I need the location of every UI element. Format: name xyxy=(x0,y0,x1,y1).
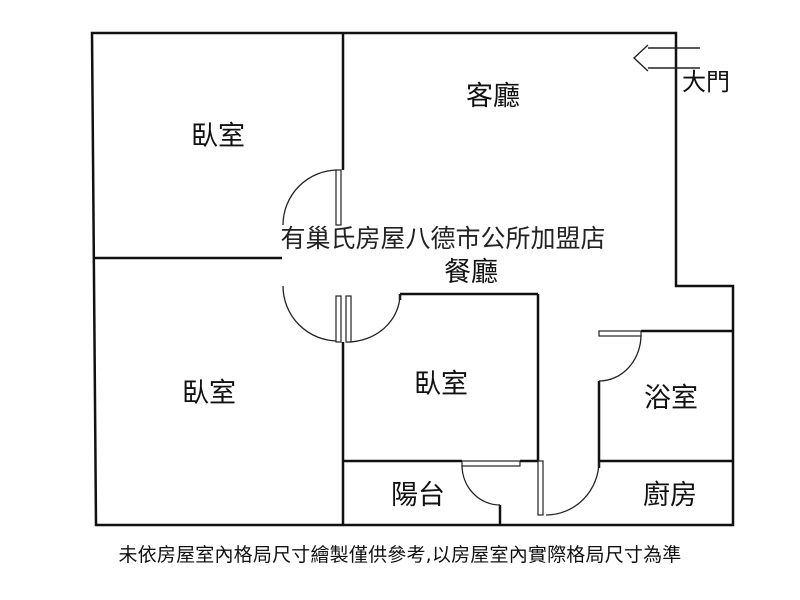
agency-watermark: 有巢氏房屋八德市公所加盟店 xyxy=(280,224,605,253)
door-center-bedroom xyxy=(345,293,401,343)
room-label-dining-room: 餐廳 xyxy=(444,257,498,288)
doors xyxy=(282,169,642,516)
room-label-bedroom-bottom-left: 臥室 xyxy=(182,378,236,409)
room-label-bathroom: 浴室 xyxy=(644,383,698,414)
room-label-living-room: 客廳 xyxy=(466,81,520,112)
room-label-kitchen: 廚房 xyxy=(643,480,697,511)
room-label-bedroom-top-left: 臥室 xyxy=(191,121,245,152)
outer-wall xyxy=(90,31,735,527)
arrow-left-icon xyxy=(632,44,700,72)
door-top-left-bedroom xyxy=(282,169,342,226)
door-kitchen xyxy=(537,460,600,516)
entrance-label: 大門 xyxy=(682,68,730,96)
disclaimer-note: 未依房屋室內格局尺寸繪製僅供參考,以房屋室內實際格局尺寸為準 xyxy=(118,544,682,566)
door-balcony xyxy=(461,460,521,506)
room-label-bedroom-center: 臥室 xyxy=(414,369,468,400)
room-label-balcony: 陽台 xyxy=(391,480,445,511)
walls xyxy=(90,31,735,527)
door-bottom-left-bedroom xyxy=(282,285,342,343)
door-bathroom xyxy=(598,330,642,382)
